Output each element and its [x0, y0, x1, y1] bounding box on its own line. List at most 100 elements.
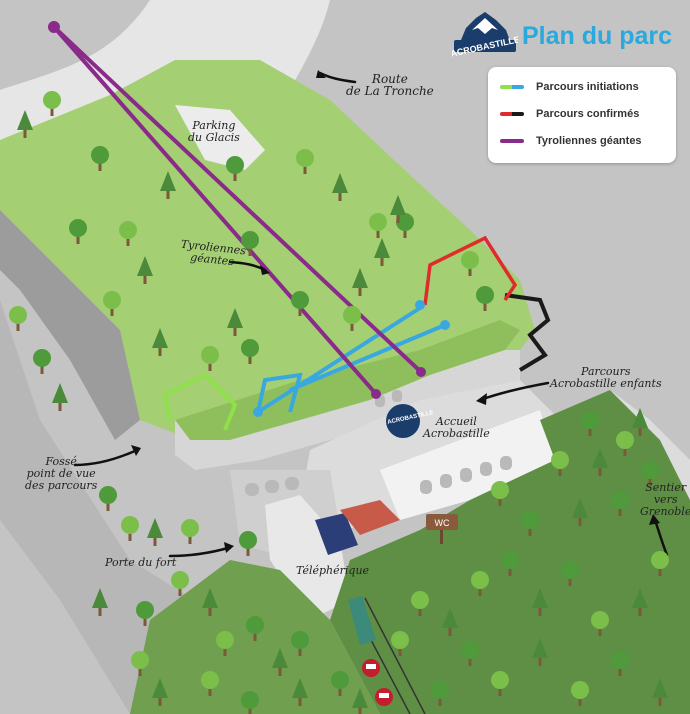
tree-icon	[9, 306, 27, 331]
tree-icon	[241, 231, 259, 256]
wc-label: WC	[435, 518, 450, 528]
legend-label: Parcours initiations	[536, 81, 639, 93]
tree-icon	[632, 588, 648, 616]
tree-icon	[561, 561, 579, 586]
tree-icon	[501, 551, 519, 576]
tree-icon	[227, 308, 243, 336]
plateau-wall	[0, 210, 140, 440]
tree-icon	[396, 213, 414, 238]
fort-wall-upper	[175, 350, 520, 470]
cable-tower	[348, 596, 376, 645]
tyrolienne-1	[52, 25, 378, 396]
tree-icon	[69, 219, 87, 244]
tree-icon	[202, 588, 218, 616]
tree-icon	[411, 591, 429, 616]
arrow-icon-porte	[168, 546, 230, 558]
legend-swatch	[500, 85, 524, 89]
tyrolienne-end-2	[416, 367, 426, 377]
tree-icon	[431, 681, 449, 706]
tyrolienne-start	[48, 21, 60, 33]
blue-route-start	[253, 407, 263, 417]
tree-icon	[641, 461, 659, 486]
tree-icon	[239, 531, 257, 556]
tree-icon	[611, 491, 629, 516]
tree-icon	[352, 688, 368, 714]
tree-icon	[532, 638, 548, 666]
tree-icon	[616, 431, 634, 456]
legend-label: Parcours confirmés	[536, 108, 640, 120]
station-window	[315, 513, 358, 555]
arrow-icon-route	[318, 71, 357, 84]
tree-icon	[137, 256, 153, 284]
tree-icon	[147, 518, 163, 546]
tree-icon	[136, 601, 154, 626]
tree-icon	[292, 678, 308, 706]
tree-icon	[491, 671, 509, 696]
tree-icon	[272, 648, 288, 676]
tree-icon	[291, 291, 309, 316]
tree-icon	[33, 349, 51, 374]
legend: Parcours initiations Parcours confirmés …	[488, 67, 676, 163]
parcours-initiation-blue-2	[256, 306, 422, 414]
cable-line-2	[364, 597, 426, 714]
tree-icon	[91, 146, 109, 171]
tree-icon	[246, 616, 264, 641]
legend-item-confirmes: Parcours confirmés	[500, 106, 639, 122]
tree-icon	[390, 195, 406, 223]
tree-icon	[17, 110, 33, 138]
arrowheads	[131, 70, 660, 553]
tree-icon	[551, 451, 569, 476]
tree-icon	[632, 408, 648, 436]
blue-route-end	[415, 300, 425, 310]
parcours-confirmes-black	[504, 293, 551, 372]
tree-icon	[181, 519, 199, 544]
tree-icon	[43, 91, 61, 116]
tree-icon	[611, 651, 629, 676]
legend-item-tyroliennes: Tyroliennes géantes	[500, 133, 642, 149]
tree-icon	[103, 291, 121, 316]
tree-icon	[241, 339, 259, 364]
tree-icon	[131, 651, 149, 676]
tree-icon	[332, 173, 348, 201]
tree-icon	[201, 346, 219, 371]
tree-icon	[352, 268, 368, 296]
tree-icon	[92, 588, 108, 616]
accueil-logo: ACROBASTILLE	[386, 404, 434, 438]
cable-car-icon	[362, 659, 393, 706]
tree-icon	[471, 571, 489, 596]
map-title: Plan du parc	[522, 22, 673, 50]
tyrolienne-end-1	[371, 389, 381, 399]
tree-icon	[152, 678, 168, 706]
tree-icon	[152, 328, 168, 356]
tree-icon	[571, 681, 589, 706]
tree-icon	[581, 411, 599, 436]
tree-icon	[651, 551, 669, 576]
parking-area	[175, 105, 265, 170]
tree-icon	[52, 383, 68, 411]
tree-icon	[296, 149, 314, 174]
tree-icon	[592, 448, 608, 476]
tree-icon	[343, 306, 361, 331]
wc-sign-icon: WC	[426, 514, 458, 544]
tree-icon	[331, 671, 349, 696]
blue-route-end-2	[440, 320, 450, 330]
tree-icon	[532, 588, 548, 616]
legend-swatch	[500, 139, 524, 143]
tree-icon	[461, 251, 479, 276]
legend-item-initiations: Parcours initiations	[500, 79, 639, 95]
parcours-confirmes-red	[423, 235, 518, 306]
tree-icon	[226, 156, 244, 181]
tree-icon	[591, 611, 609, 636]
legend-swatch	[500, 112, 524, 116]
acrobastille-logo: ACROBASTILLE	[452, 10, 518, 60]
tree-icon	[391, 631, 409, 656]
parcours-initiation-blue-1	[256, 372, 303, 413]
label-telepherique: Téléphérique	[296, 564, 370, 577]
tree-icon	[201, 671, 219, 696]
parcours-initiation-blue-3	[289, 323, 446, 392]
